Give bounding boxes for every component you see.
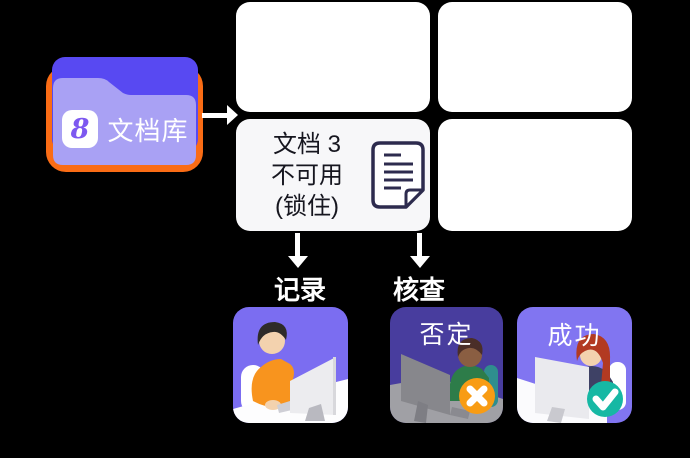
arrow-down-head-icon (410, 256, 430, 268)
folder-count-badge: 8 (70, 113, 90, 145)
arrow-down-icon (417, 233, 422, 258)
document-status-text: 文档 3 不可用 (锁住) (244, 129, 370, 222)
empty-card-top-right (438, 2, 632, 112)
document-status-card: 文档 3 不可用 (锁住) (236, 119, 430, 231)
empty-card-top-left (236, 2, 430, 112)
person-success-illustration (517, 307, 632, 423)
reject-tile (390, 307, 503, 423)
document-status-line: 文档 3 (272, 130, 341, 158)
success-check-icon (587, 381, 623, 417)
arrow-down-icon (295, 233, 300, 258)
arrow-right-icon (202, 113, 228, 118)
record-person-tile (233, 307, 348, 423)
document-icon (371, 141, 425, 209)
document-status-line: (锁住) (275, 192, 339, 220)
reject-label: 否定 (419, 321, 474, 349)
record-label: 记录 (273, 275, 326, 305)
document-status-line: 不可用 (271, 161, 343, 189)
reject-cross-icon (459, 378, 495, 414)
folder-label: 文档库 (107, 115, 189, 146)
person-at-desk-illustration (233, 307, 348, 423)
arrow-down-head-icon (288, 256, 308, 268)
person-rejected-illustration (390, 307, 503, 423)
success-label: 成功 (547, 322, 602, 350)
verify-label: 核查 (392, 275, 445, 305)
folder-icon (46, 57, 203, 172)
arrow-right-head-icon (227, 105, 238, 125)
empty-card-bottom-right (438, 119, 632, 231)
success-tile (517, 307, 632, 423)
